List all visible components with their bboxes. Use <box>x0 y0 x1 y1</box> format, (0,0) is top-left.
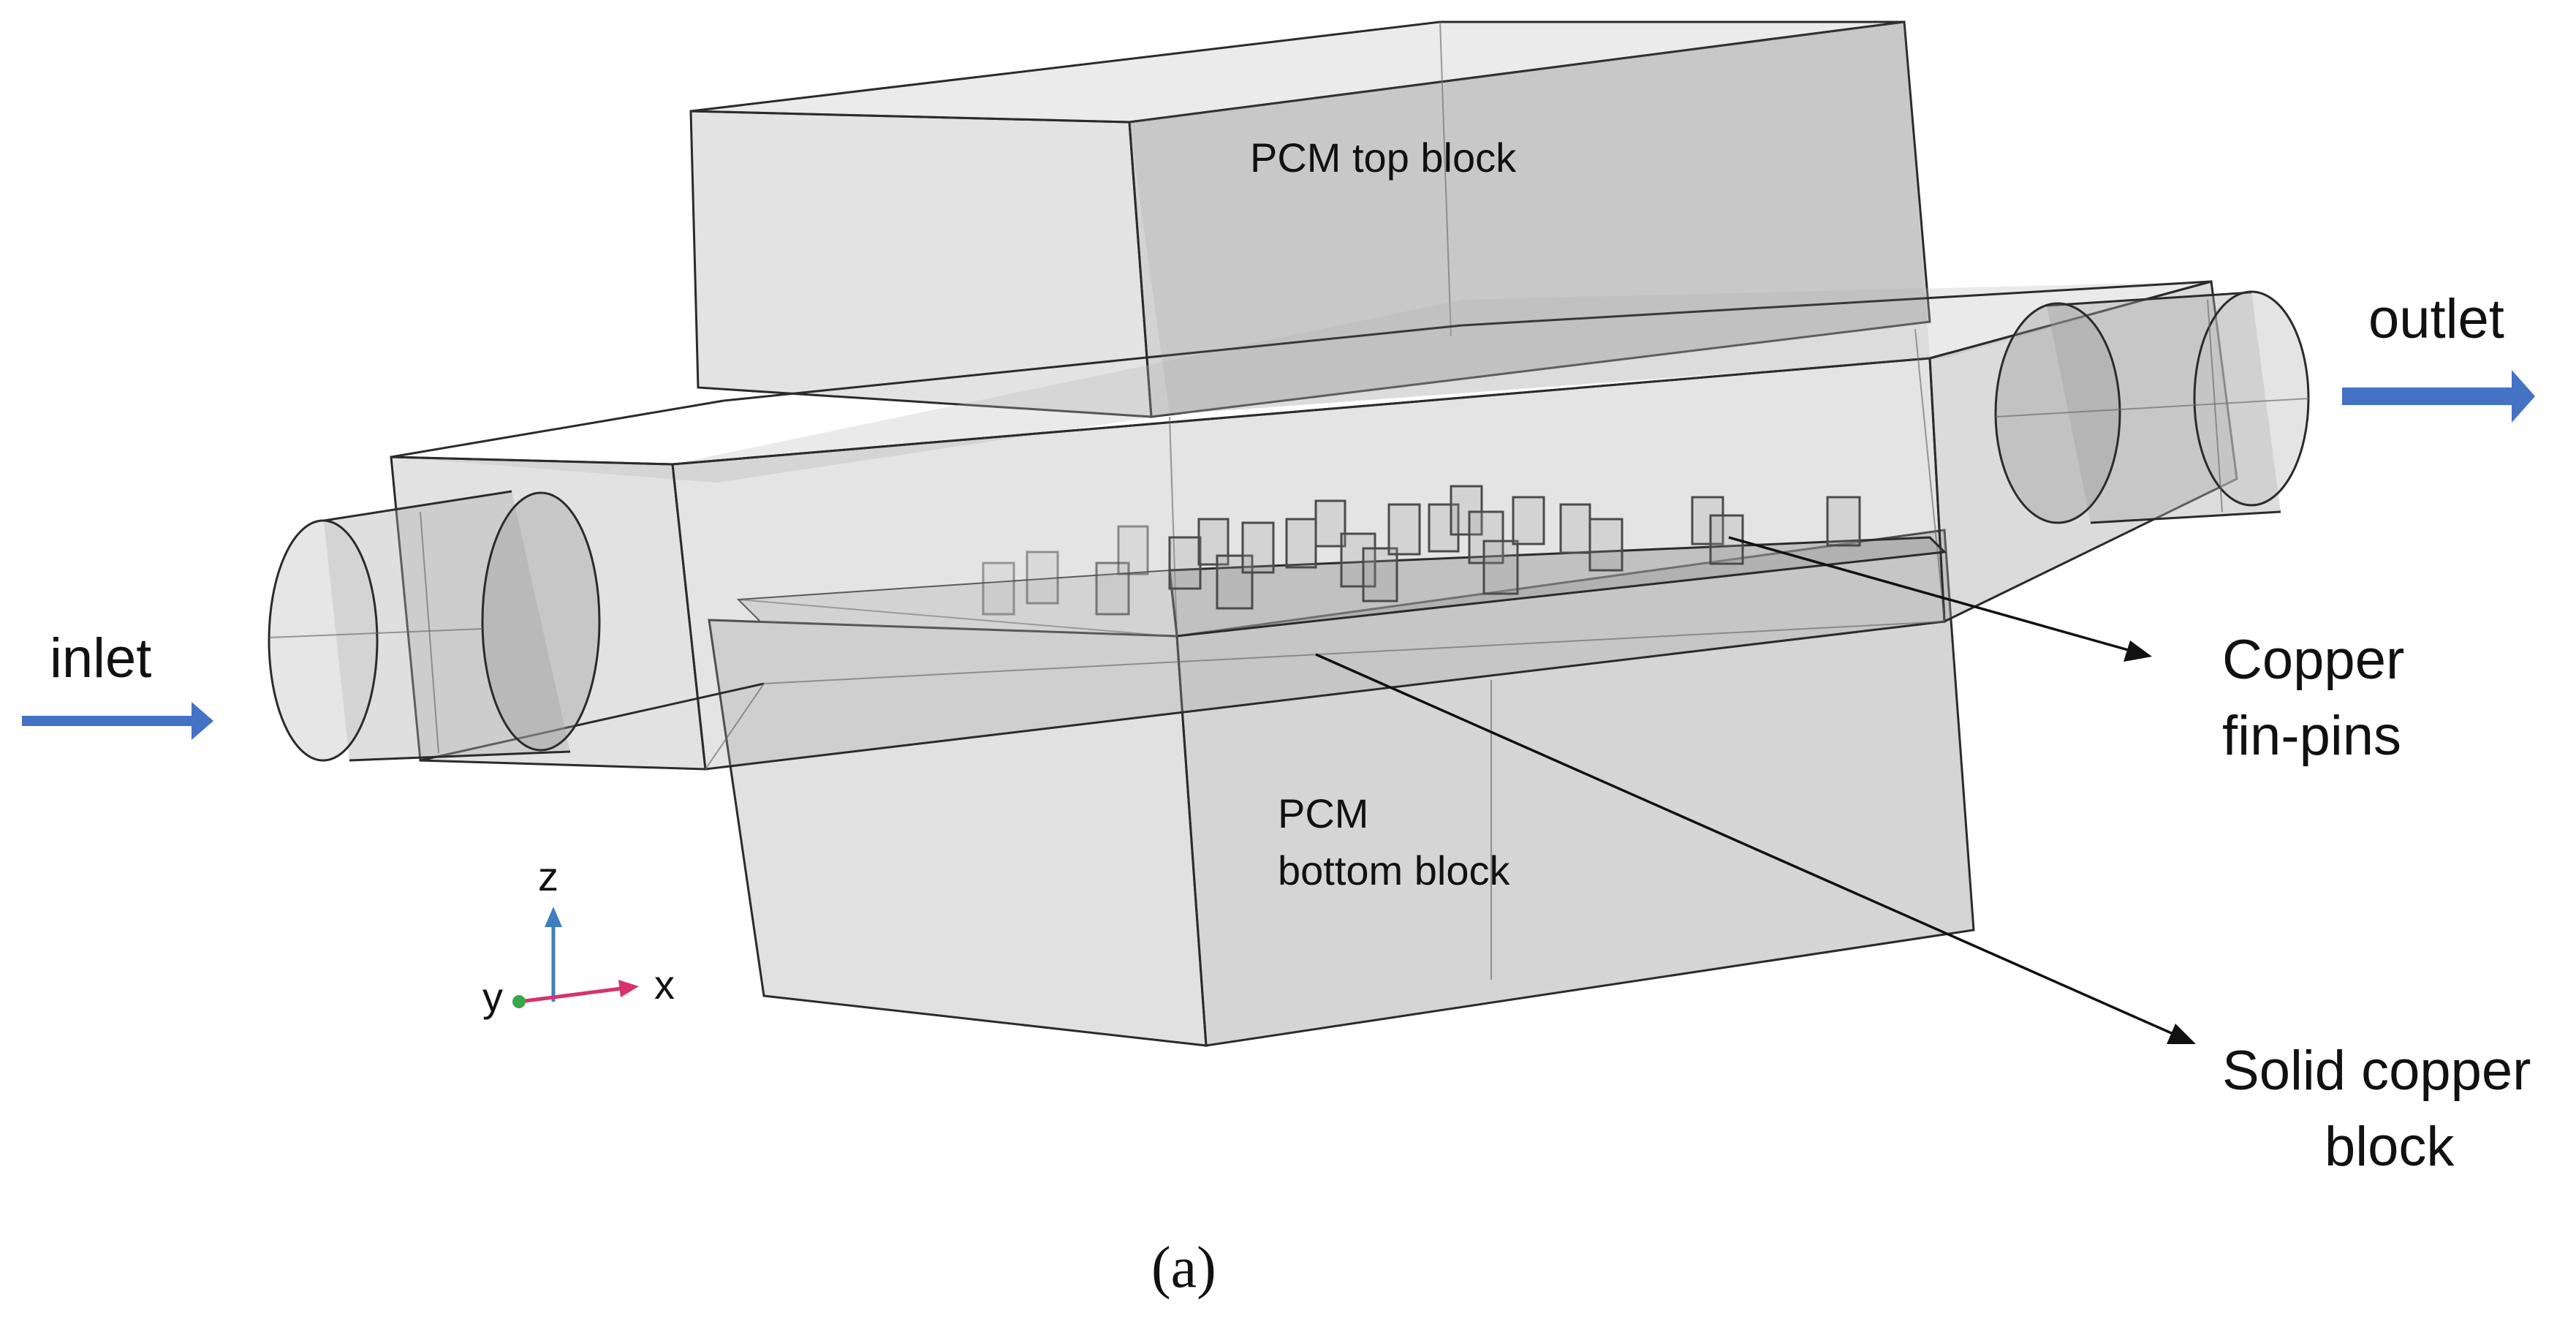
pcm-bottom-block <box>708 529 1975 1047</box>
pcm-top-block <box>689 20 1931 418</box>
fin-pin <box>1095 562 1130 616</box>
pcm-top-block-label: PCM top block <box>1250 135 1517 181</box>
solid-copper-block-label-line2: block <box>2325 1116 2455 1178</box>
fin-pin <box>1362 547 1398 602</box>
copper-fin-pins <box>982 485 1861 616</box>
pcm-top-block-front <box>1129 22 1930 415</box>
fin-pin <box>1285 518 1317 569</box>
fin-pin <box>1241 521 1275 574</box>
fin-pin <box>1026 551 1059 605</box>
fin-pin <box>1314 499 1346 548</box>
fin-pin <box>1197 518 1230 566</box>
inlet-label: inlet <box>50 627 151 689</box>
axis-triad: z y x <box>482 853 675 1020</box>
fin-pin <box>1387 503 1421 556</box>
fin-pin <box>1559 503 1591 554</box>
copper-fin-pins-label-line2: fin-pins <box>2222 705 2401 767</box>
fin-pin <box>1468 510 1504 564</box>
fin-pin <box>1512 496 1545 545</box>
figure-caption: (a) <box>1151 1236 1216 1300</box>
fin-pin <box>1168 536 1202 590</box>
fin-pin <box>1450 485 1483 536</box>
solid-copper-block-label-line1: Solid copper <box>2222 1040 2531 1102</box>
axis-y-label: y <box>482 974 503 1020</box>
axis-z-label: z <box>538 853 558 899</box>
leader-solid-copper-block <box>1315 653 2196 1044</box>
pcm-bottom-block-label-line2: bottom block <box>1278 847 1510 893</box>
fin-pin <box>1482 540 1519 595</box>
fin-pin <box>1588 518 1624 572</box>
inlet-pipe <box>268 490 601 762</box>
pcm-bottom-block-label-line1: PCM <box>1278 790 1368 836</box>
outlet-arrow <box>2342 370 2535 423</box>
copper-fin-pins-label-line1: Copper <box>2222 629 2404 691</box>
fin-pin <box>1826 496 1861 547</box>
fin-pin <box>1216 554 1254 610</box>
fin-pin <box>1117 525 1149 575</box>
outlet-pipe <box>1994 290 2310 524</box>
outlet-label: outlet <box>2368 288 2504 350</box>
fin-pin <box>982 562 1015 616</box>
fin-pin <box>1340 532 1376 588</box>
inlet-arrow <box>22 702 213 740</box>
axis-x-label: x <box>654 961 675 1008</box>
leader-copper-fin-pins <box>1728 536 2152 662</box>
fin-pin <box>1428 503 1460 553</box>
fin-pin <box>1691 496 1724 545</box>
